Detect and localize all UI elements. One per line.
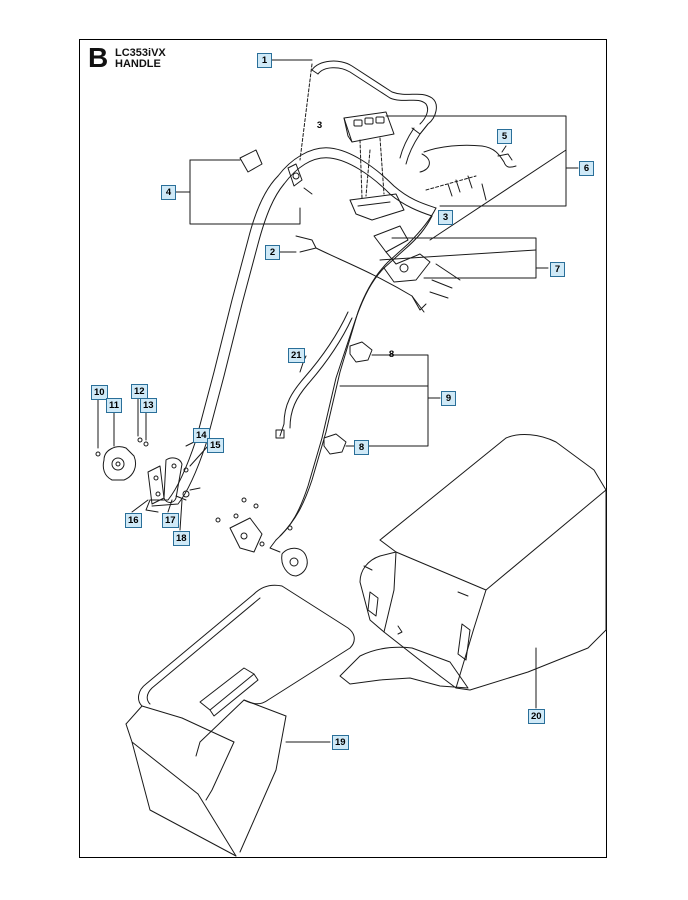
callout-1: 1 [257,53,272,68]
cable-21 [275,311,353,439]
callout-3: 3 [438,210,453,225]
callout-16: 16 [125,513,142,528]
callout-11: 11 [106,398,123,413]
callout-12: 12 [131,384,148,399]
callout-19: 19 [332,735,349,750]
model-name: LC353iVX [115,47,166,59]
control-panel [343,111,487,221]
callout-7: 7 [550,262,565,277]
control-rod [295,235,427,313]
grass-bag-frame [125,584,355,857]
callout-9: 9 [441,391,456,406]
handle-bracket [239,149,313,195]
middle-handle-frame [195,147,437,445]
callout-2: 2 [265,245,280,260]
callout-14: 14 [193,428,210,443]
upper-handle-bar [311,60,437,165]
callout-18: 18 [173,531,190,546]
grass-bag [339,434,607,691]
callout-4: 4 [161,185,176,200]
cable-clips [323,341,373,455]
callout-17: 17 [162,513,179,528]
callout-6: 6 [579,161,594,176]
callout-5: 5 [497,129,512,144]
right-hinge-assembly [215,497,308,577]
callout-8: 8 [354,440,369,455]
callout-10: 10 [91,385,108,400]
callout-15: 15 [207,438,224,453]
cable-assembly [419,144,517,173]
diagram-frame [79,39,607,858]
callout-3-top: 3 [316,120,323,131]
section-name: HANDLE [115,58,161,70]
callout-13: 13 [140,398,157,413]
lever-bracket [373,225,461,299]
callout-21: 21 [288,348,305,363]
leader-lines [97,59,579,743]
section-letter: B [88,42,109,73]
callout-8-top: 8 [388,349,395,360]
lower-handle-tubes [145,431,327,553]
left-hinge-assembly [95,437,201,505]
callout-20: 20 [528,709,545,724]
